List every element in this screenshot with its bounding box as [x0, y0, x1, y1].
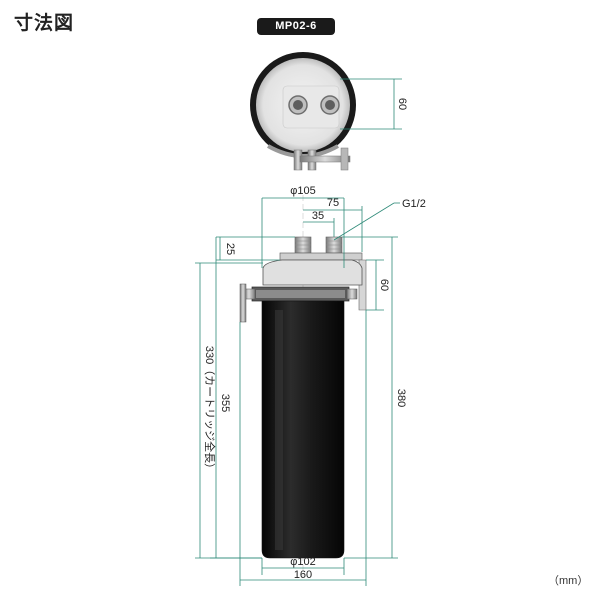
unit-note: （mm） — [548, 575, 589, 587]
dim-bottom-diameter-label: φ102 — [290, 556, 316, 568]
dim-body: 355 — [210, 237, 262, 559]
inlet-port-top — [288, 95, 308, 115]
dim-port-spacing-label: 35 — [312, 210, 324, 222]
filter-head — [262, 259, 363, 286]
model-badge: MP02-6 — [257, 18, 335, 35]
dim-top-diameter: φ105 — [261, 185, 345, 268]
page-title: 寸法図 — [14, 13, 75, 34]
dim-top-diameter-label: φ105 — [290, 185, 316, 197]
top-view-dim-60-label: 60 — [396, 98, 408, 110]
thread-callout: G1/2 — [333, 198, 426, 241]
dim-port-spacing: 35 — [303, 210, 335, 237]
dim-total: 380 — [342, 236, 407, 559]
dim-bracket: 60 — [366, 259, 390, 311]
dim-total-label: 380 — [395, 389, 407, 407]
side-view — [239, 195, 367, 578]
clamp-band — [239, 283, 358, 323]
dim-bracket-label: 60 — [378, 279, 390, 291]
outlet-port-top — [320, 95, 340, 115]
mounting-plate — [279, 252, 363, 261]
top-view-dim-60: 60 — [340, 78, 408, 130]
dim-head: 25 — [216, 236, 295, 261]
thread-label: G1/2 — [402, 198, 426, 210]
dim-head-label: 25 — [224, 243, 236, 255]
top-view-clamp-bolt — [299, 155, 351, 163]
dim-port-outer-label: 75 — [327, 197, 339, 209]
outlet-fitting — [325, 236, 343, 254]
top-view — [250, 52, 356, 171]
dim-port-outer: 75 — [303, 197, 363, 252]
inlet-fitting — [294, 236, 312, 254]
dim-bottom-width-label: 160 — [294, 569, 312, 581]
dim-bottom-diameter: φ102 — [261, 556, 345, 575]
top-view-bolt-head — [340, 147, 349, 171]
housing-highlight — [275, 310, 283, 550]
dim-cartridge-label: 330（カートリッジ全長） — [203, 346, 217, 474]
dim-bottom-width: 160 — [239, 310, 367, 586]
dim-body-label: 355 — [219, 394, 231, 412]
filter-housing — [261, 300, 345, 559]
